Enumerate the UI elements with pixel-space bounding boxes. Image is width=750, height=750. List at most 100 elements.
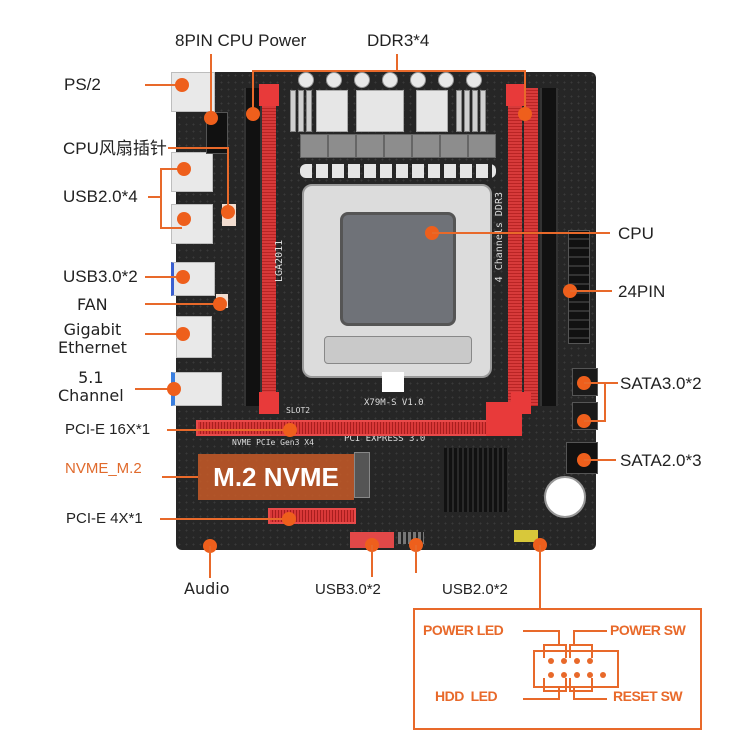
heatsink-fin: [464, 90, 470, 132]
callout-dot: [518, 107, 532, 121]
header-pin: [587, 672, 593, 678]
cmos-battery: [544, 476, 586, 518]
m2-nvme-badge-text: M.2 NVME: [213, 461, 339, 492]
callout-line: [162, 476, 198, 478]
label-cpu-fan: CPU风扇插针: [63, 139, 167, 158]
header-pin: [561, 658, 567, 664]
label-audio-5-1: 5.1 Channel: [58, 368, 124, 406]
choke: [328, 134, 356, 158]
pcie-x4-slot: [268, 508, 356, 524]
header-pin: [548, 658, 554, 664]
pcie-silk: PCI EXPRESS 3.0: [344, 434, 426, 444]
callout-line: [371, 545, 373, 577]
chipset-heatsink: [444, 448, 508, 512]
header-power-led-bracket: [543, 644, 567, 658]
label-sata2: SATA2.0*3: [620, 451, 702, 470]
callout-dot: [213, 297, 227, 311]
callout-dot: [204, 111, 218, 125]
callout-line: [145, 84, 181, 86]
callout-dot: [282, 512, 296, 526]
ddr-silk: 4 Channels DDR3: [494, 192, 505, 283]
callout-dot: [167, 382, 181, 396]
callout-line: [160, 227, 182, 229]
dimm-clip: [506, 84, 526, 106]
choke: [440, 134, 468, 158]
header-outline: [533, 650, 619, 688]
socket-lever: [324, 336, 472, 364]
pcie-x16-slot: [196, 420, 490, 436]
leader-line: [558, 630, 560, 646]
dimm-slot-2: [524, 88, 538, 406]
callout-line: [584, 420, 606, 422]
label-ethernet-line1: Gigabit: [63, 320, 122, 339]
choke: [356, 134, 384, 158]
cpu-socket-cover: [340, 212, 456, 326]
callout-line: [145, 276, 181, 278]
front-panel-diagram: POWER LED POWER SW HDD LED RESET SW: [413, 608, 702, 730]
callout-dot: [246, 107, 260, 121]
label-usb30-rear: USB3.0*2: [63, 267, 138, 286]
callout-line: [209, 546, 211, 578]
pcie-x16-latch: [486, 402, 522, 436]
header-pin: [574, 658, 580, 664]
usb20-port-2: [171, 204, 213, 244]
callout-line: [227, 147, 229, 209]
dimm-slot-3: [262, 88, 276, 406]
label-power-led: POWER LED: [423, 622, 504, 638]
capacitor: [438, 72, 454, 88]
capacitor: [410, 72, 426, 88]
callout-dot: [283, 423, 297, 437]
callout-line: [415, 545, 417, 573]
capacitor: [466, 72, 482, 88]
label-nvme: NVME_M.2: [65, 460, 142, 477]
capacitor: [298, 72, 314, 88]
heatsink-fin: [480, 90, 486, 132]
callout-line: [168, 147, 228, 149]
label-pcie16: PCI-E 16X*1: [65, 421, 151, 438]
callout-line: [145, 333, 181, 335]
callout-dot: [177, 162, 191, 176]
label-audio-line2: Channel: [58, 386, 124, 406]
dimm-slot-black: [540, 88, 558, 406]
callout-line: [432, 232, 610, 234]
label-hdd-led: HDD LED: [435, 688, 498, 704]
model-silk: X79M-S V1.0: [364, 398, 424, 408]
leader-line: [558, 688, 560, 700]
callout-line: [145, 303, 217, 305]
header-pin: [548, 672, 554, 678]
choke: [384, 134, 412, 158]
label-usb30-header: USB3.0*2: [315, 581, 381, 598]
label-24pin: 24PIN: [618, 282, 666, 301]
callout-line: [160, 168, 162, 228]
heatsink-fin: [290, 90, 296, 132]
capacitor-row: [300, 164, 496, 178]
label-cpu-power: 8PIN CPU Power: [175, 31, 307, 50]
cpu-socket: [302, 184, 492, 378]
callout-dot: [176, 327, 190, 341]
vrm-heatsink: [356, 90, 404, 132]
dimm-slot-1: [244, 88, 262, 406]
callout-line: [148, 196, 160, 198]
leader-line: [573, 688, 575, 700]
heatsink-fin: [456, 90, 462, 132]
qr-code: [382, 372, 404, 392]
label-power-sw: POWER SW: [610, 622, 686, 638]
choke: [300, 134, 328, 158]
socket-silk: LGA2011: [274, 239, 285, 282]
callout-dot: [176, 270, 190, 284]
callout-line: [252, 70, 254, 112]
leader-line: [523, 630, 559, 632]
callout-line: [524, 70, 526, 112]
header-pin: [587, 658, 593, 664]
nvme-silk: NVME PCIe Gen3 X4: [232, 438, 314, 447]
callout-dot: [177, 212, 191, 226]
choke: [412, 134, 440, 158]
label-audio-header: Audio: [184, 579, 230, 598]
capacitor: [354, 72, 370, 88]
label-pcie4: PCI-E 4X*1: [66, 510, 143, 527]
front-panel-header: [514, 530, 538, 542]
label-ddr3: DDR3*4: [367, 31, 430, 50]
callout-line: [252, 70, 525, 72]
label-ethernet: Gigabit Ethernet: [58, 320, 127, 358]
callout-line: [539, 545, 541, 608]
